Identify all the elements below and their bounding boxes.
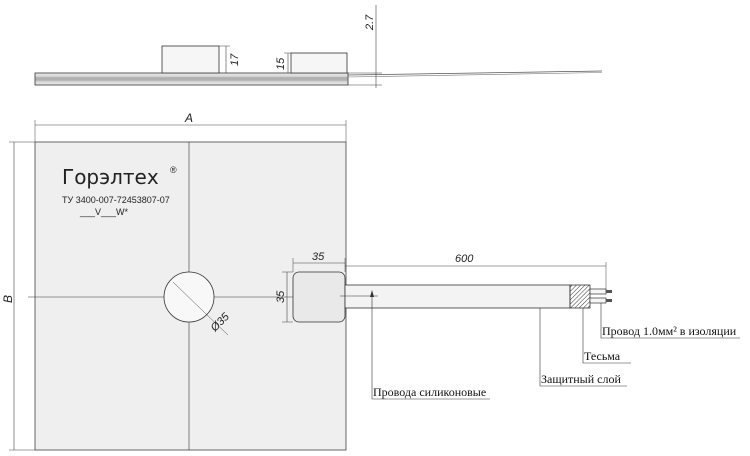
callout-wire-insulated: Провод 1.0мм² в изоляции	[602, 324, 737, 338]
dim-b-label: B	[1, 295, 15, 303]
side-small-box	[290, 52, 348, 74]
side-large-box	[161, 45, 220, 74]
dim-box-height-label: 35	[275, 290, 287, 303]
dim-cable-length-label: 600	[455, 253, 474, 265]
side-heater-band	[34, 72, 349, 86]
cable-braid	[569, 284, 591, 309]
brand-logo: Горэлтех	[62, 165, 159, 189]
leader-braid	[582, 308, 631, 364]
dim-a-label: A	[184, 111, 193, 125]
plan-view: A B Ø35 Горэлтех ® ТУ 3400-007-72453807-…	[1, 111, 740, 451]
rating-line: ___V___W*	[79, 207, 129, 217]
dim-box-width-label: 35	[312, 251, 325, 263]
dim-17-label: 17	[229, 53, 241, 66]
dim-2-7-label: 2.7	[364, 14, 376, 31]
callout-protective-layer: Защитный слой	[541, 372, 621, 386]
terminal-box	[292, 271, 346, 323]
callout-braid: Тесьма	[584, 349, 621, 363]
brand-registered-mark: ®	[170, 165, 177, 175]
leader-wire-insulated	[600, 303, 740, 339]
spec-line: ТУ 3400-007-72453807-07	[62, 195, 170, 205]
cable-sheath	[344, 284, 571, 309]
side-view: 17 15 2.7	[34, 5, 603, 88]
wire-2	[589, 297, 607, 304]
side-lead-wire	[347, 70, 603, 76]
wire-1	[589, 288, 607, 295]
leader-silicone-wires	[371, 293, 490, 400]
leader-protective-layer	[539, 308, 627, 387]
callout-silicone-wires: Провода силиконовые	[373, 385, 486, 399]
dim-15-label: 15	[275, 57, 287, 70]
